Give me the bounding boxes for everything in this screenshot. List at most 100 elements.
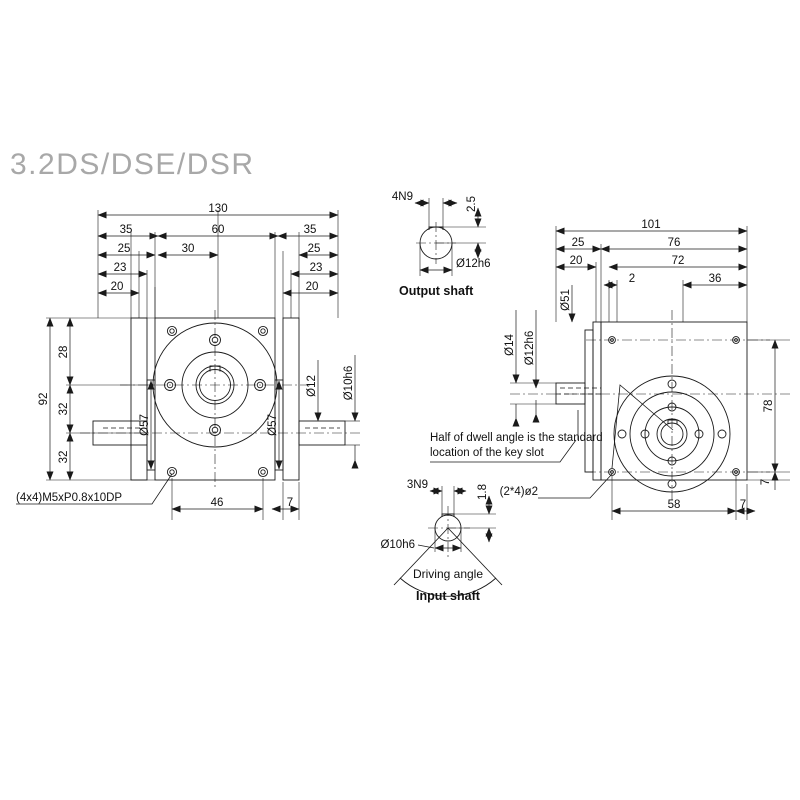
dim-3N9: 3N9 (407, 479, 467, 495)
dim-row-25-30-25: 25 30 25 (97, 243, 339, 259)
dim-text-46: 46 (211, 497, 224, 509)
side-view-corner-pin-holes (608, 336, 740, 476)
dim-text-2: 2 (629, 273, 635, 285)
front-view-centerlines (120, 310, 310, 490)
dim-4N9: 4N9 (392, 191, 458, 207)
callout-text-pin-holes: (2*4)ø2 (500, 486, 538, 498)
front-view-right-shaft (298, 420, 346, 446)
dim-text-dia57-left: Ø57 (139, 414, 151, 436)
dim-dia57-left: Ø57 (139, 380, 155, 470)
front-view-bottom-ext (171, 478, 300, 520)
dim-dia10h6-input: Ø10h6 (380, 539, 462, 552)
side-view-group: 101 25 76 20 72 2 36 (430, 219, 790, 520)
dim-text-58: 58 (668, 499, 681, 511)
dim-7-front: 7 (271, 497, 300, 513)
dim-text-32-mid: 32 (58, 403, 70, 416)
dim-text-dia57-right: Ø57 (267, 414, 279, 436)
dim-32-mid: 32 (58, 384, 74, 434)
dim-text-60: 60 (212, 224, 225, 236)
dim-28: 28 (58, 317, 74, 386)
dim-text-dia51: Ø51 (560, 289, 572, 311)
dim-7-side-vertical: 7 (760, 471, 779, 490)
dim-78: 78 (763, 339, 779, 473)
dim-text-28: 28 (58, 346, 70, 359)
dim-text-78: 78 (763, 400, 775, 413)
dim-text-23-right: 23 (310, 262, 323, 274)
dim-row-23: 23 23 (97, 262, 339, 278)
side-view-body-outline (555, 321, 748, 481)
dim-text-7-side: 7 (740, 499, 746, 511)
page-title: 3.2DS/DSE/DSR (10, 148, 255, 181)
side-view-bottom-ext (611, 476, 748, 520)
side-view-flange-circles (613, 375, 731, 493)
dim-text-dia10h6: Ø10h6 (343, 366, 355, 401)
dim-text-23-left: 23 (114, 262, 127, 274)
dim-7-side: 7 (735, 499, 756, 515)
dim-text-dia14: Ø14 (504, 334, 516, 356)
callout-text-tapped-holes: (4x4)M5xP0.8x10DP (16, 492, 122, 504)
front-view-vertical-ext (46, 317, 155, 481)
dim-text-dia12h6: Ø12h6 (456, 258, 491, 270)
dim-text-35-right: 35 (304, 224, 317, 236)
dim-dia51: Ø51 (560, 285, 576, 323)
dim-text-7-front: 7 (287, 497, 293, 509)
side-view-bolt-holes (617, 379, 727, 489)
dim-text-dia12: Ø12 (306, 375, 318, 397)
side-view-centerlines (510, 310, 790, 500)
dim-text-30: 30 (182, 243, 195, 255)
output-shaft-detail-group: 4N9 2.5 Ø12h6 Output shaft (392, 191, 491, 298)
dim-text-25-right: 25 (308, 243, 321, 255)
input-shaft-caption: Input shaft (416, 589, 481, 603)
note-key-slot-line1: Half of dwell angle is the standard (430, 432, 603, 444)
dim-25-76: 25 76 (555, 237, 748, 253)
dim-32-bottom: 32 (58, 432, 74, 481)
dim-text-20-right: 20 (306, 281, 319, 293)
dim-dia12h6: Ø12h6 (419, 258, 491, 274)
output-shaft-caption: Output shaft (399, 284, 474, 298)
dim-101: 101 (555, 219, 748, 235)
callout-pin-holes: (2*4)ø2 (500, 473, 613, 499)
dim-text-92: 92 (38, 393, 50, 406)
dim-46: 46 (171, 497, 264, 513)
side-view-right-ext (747, 339, 790, 481)
dim-text-25-side: 25 (572, 237, 585, 249)
dim-58: 58 (611, 499, 737, 515)
dim-dia14: Ø14 (504, 310, 556, 427)
dim-1p8: 1.8 (477, 484, 493, 543)
dim-20-72: 20 72 (555, 255, 748, 271)
dim-2p5: 2.5 (466, 196, 482, 259)
dim-dia12h6-side: Ø12h6 (524, 310, 540, 423)
dim-text-101: 101 (641, 219, 660, 231)
dim-row-35-60-35: 35 60 35 (97, 224, 339, 240)
note-key-slot-line2: location of the key slot (430, 447, 545, 459)
driving-angle-label: Driving angle (413, 567, 483, 581)
dim-overall-width-130: 130 (97, 203, 339, 219)
driving-angle-sector (393, 527, 503, 597)
dim-text-20-left: 20 (111, 281, 124, 293)
callout-tapped-holes: (4x4)M5xP0.8x10DP (16, 473, 173, 505)
dim-text-36: 36 (709, 273, 722, 285)
dim-text-72: 72 (672, 255, 685, 267)
dim-text-35-left: 35 (120, 224, 133, 236)
input-shaft-detail-group: 3N9 1.8 Ø10h6 Driving angle Input shaft (380, 479, 503, 603)
dim-dia12: Ø12 (306, 360, 322, 422)
front-view-corner-holes (166, 325, 269, 478)
dim-text-130: 130 (208, 203, 227, 215)
dim-text-7-side-vert: 7 (760, 479, 772, 485)
dim-2-36: 2 36 (603, 273, 748, 289)
dim-dia57-right: Ø57 (267, 380, 283, 470)
dim-text-4N9: 4N9 (392, 191, 413, 203)
dim-text-3N9: 3N9 (407, 479, 428, 491)
dim-text-1p8: 1.8 (477, 484, 489, 500)
dim-text-20-side: 20 (570, 255, 583, 267)
dim-text-dia12h6-side: Ø12h6 (524, 331, 536, 366)
dim-dia10h6: Ø10h6 (343, 355, 360, 469)
dim-row-20: 20 20 (97, 281, 339, 297)
dim-text-dia10h6-input: Ø10h6 (380, 539, 415, 551)
dim-text-2p5: 2.5 (466, 196, 478, 212)
dim-text-25-left: 25 (118, 243, 131, 255)
dim-text-76: 76 (668, 237, 681, 249)
front-view-group: 130 35 60 35 25 30 25 (16, 203, 360, 520)
